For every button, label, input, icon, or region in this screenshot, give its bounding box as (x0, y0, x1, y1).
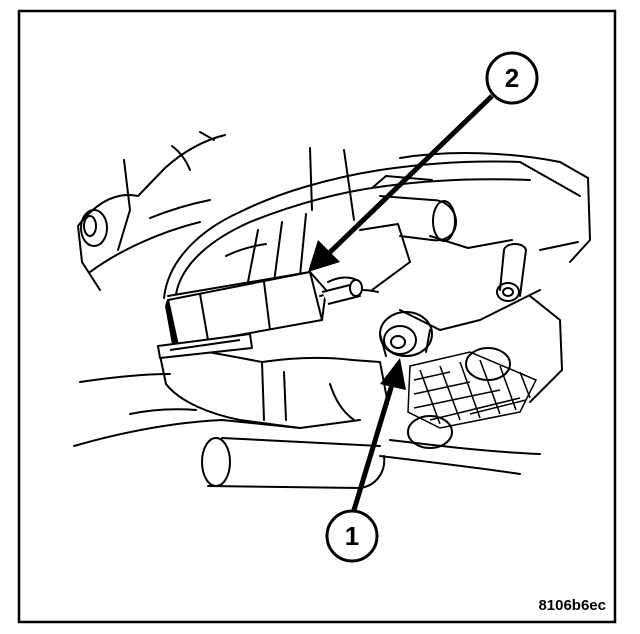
connector-module (157, 271, 363, 359)
callout-number: 2 (505, 63, 519, 93)
callout-2: 2 (485, 51, 539, 105)
leader-arrow-2 (308, 94, 494, 272)
callout-circle (325, 509, 379, 563)
figure-id: 8106b6ec (538, 597, 606, 614)
callout-1: 1 (325, 509, 379, 563)
callout-circle (485, 51, 539, 105)
mesh-crosshatch (407, 351, 538, 429)
leader-arrow-1 (351, 358, 406, 511)
callout-number: 1 (345, 521, 359, 551)
